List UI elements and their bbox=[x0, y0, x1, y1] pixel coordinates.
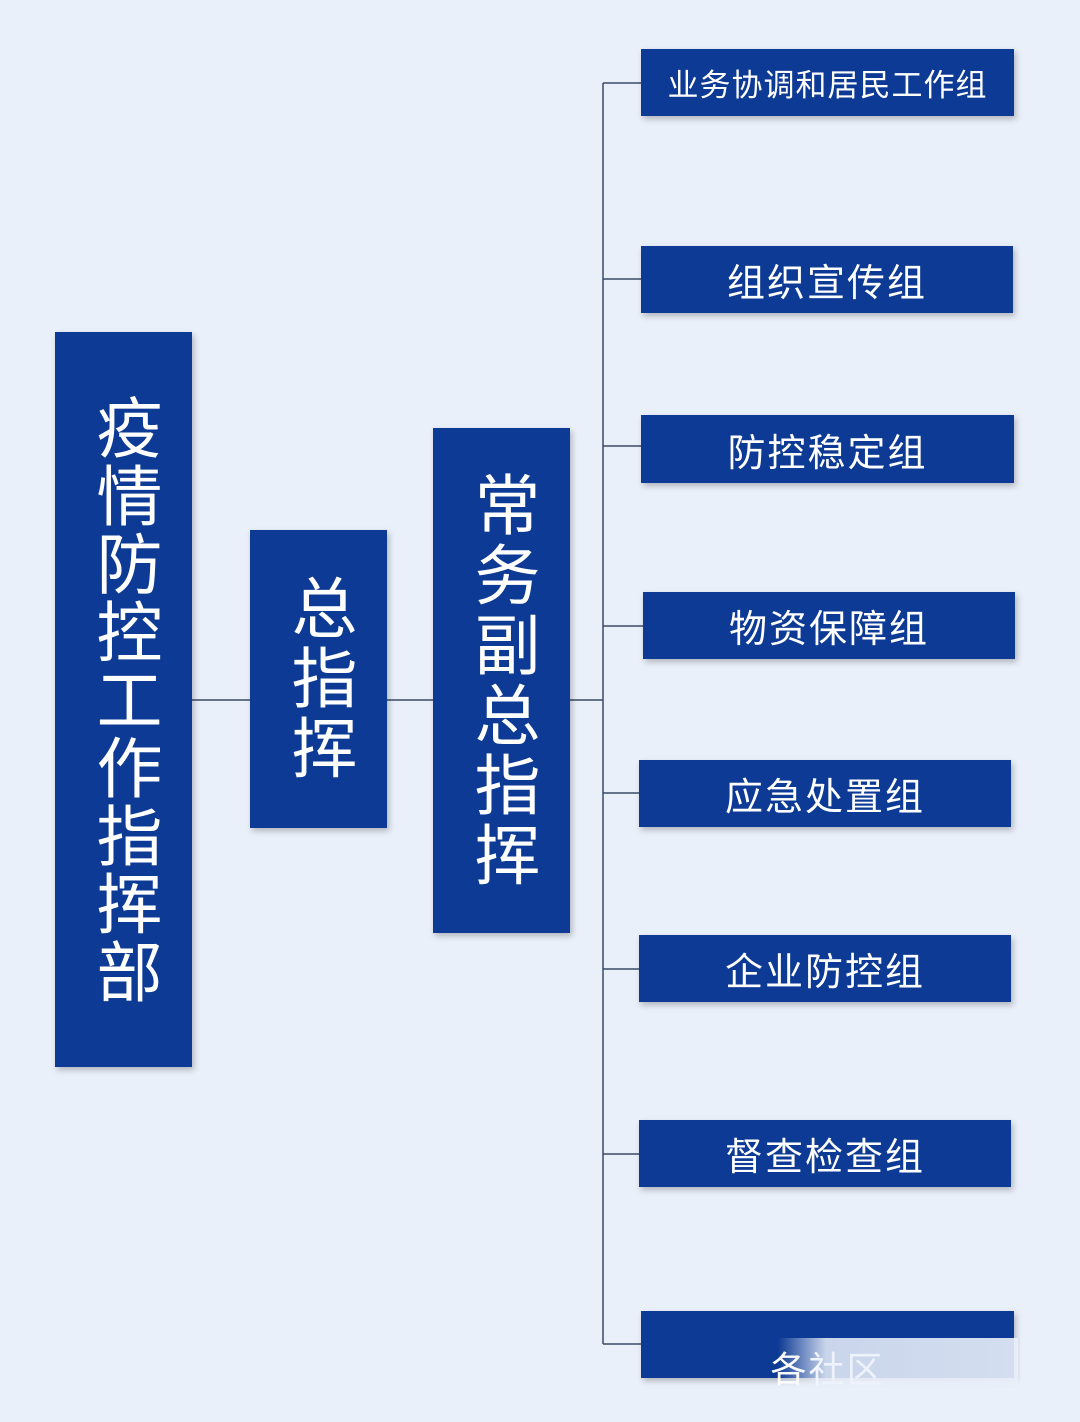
node-group-7: 督查检查组 bbox=[639, 1120, 1011, 1187]
node-group-6-label: 企业防控组 bbox=[724, 950, 925, 994]
node-group-2: 组织宣传组 bbox=[641, 246, 1013, 313]
node-group-3-label: 防控稳定组 bbox=[727, 430, 928, 475]
node-chief-commander-label: 总指挥 bbox=[280, 574, 358, 784]
node-headquarters-label: 疫情防控工作指挥部 bbox=[85, 393, 163, 1006]
node-chief-commander: 总指挥 bbox=[250, 530, 387, 828]
node-group-5-label: 应急处置组 bbox=[724, 775, 925, 819]
node-headquarters: 疫情防控工作指挥部 bbox=[55, 332, 192, 1067]
node-group-4-label: 物资保障组 bbox=[728, 607, 929, 651]
node-group-1-label: 业务协调和居民工作组 bbox=[667, 68, 988, 104]
node-group-1: 业务协调和居民工作组 bbox=[641, 49, 1014, 116]
node-group-7-label: 督查检查组 bbox=[724, 1135, 925, 1179]
node-executive-deputy-commander-label: 常务副总指挥 bbox=[463, 470, 541, 891]
node-group-4: 物资保障组 bbox=[643, 592, 1015, 659]
node-group-8: 各社区 bbox=[641, 1311, 1014, 1391]
node-group-8-label: 各社区 bbox=[770, 1349, 885, 1391]
node-group-5: 应急处置组 bbox=[639, 760, 1011, 827]
node-executive-deputy-commander: 常务副总指挥 bbox=[433, 428, 570, 933]
node-group-2-label: 组织宣传组 bbox=[726, 261, 927, 305]
node-group-3: 防控稳定组 bbox=[641, 415, 1014, 483]
node-group-6: 企业防控组 bbox=[639, 935, 1011, 1002]
